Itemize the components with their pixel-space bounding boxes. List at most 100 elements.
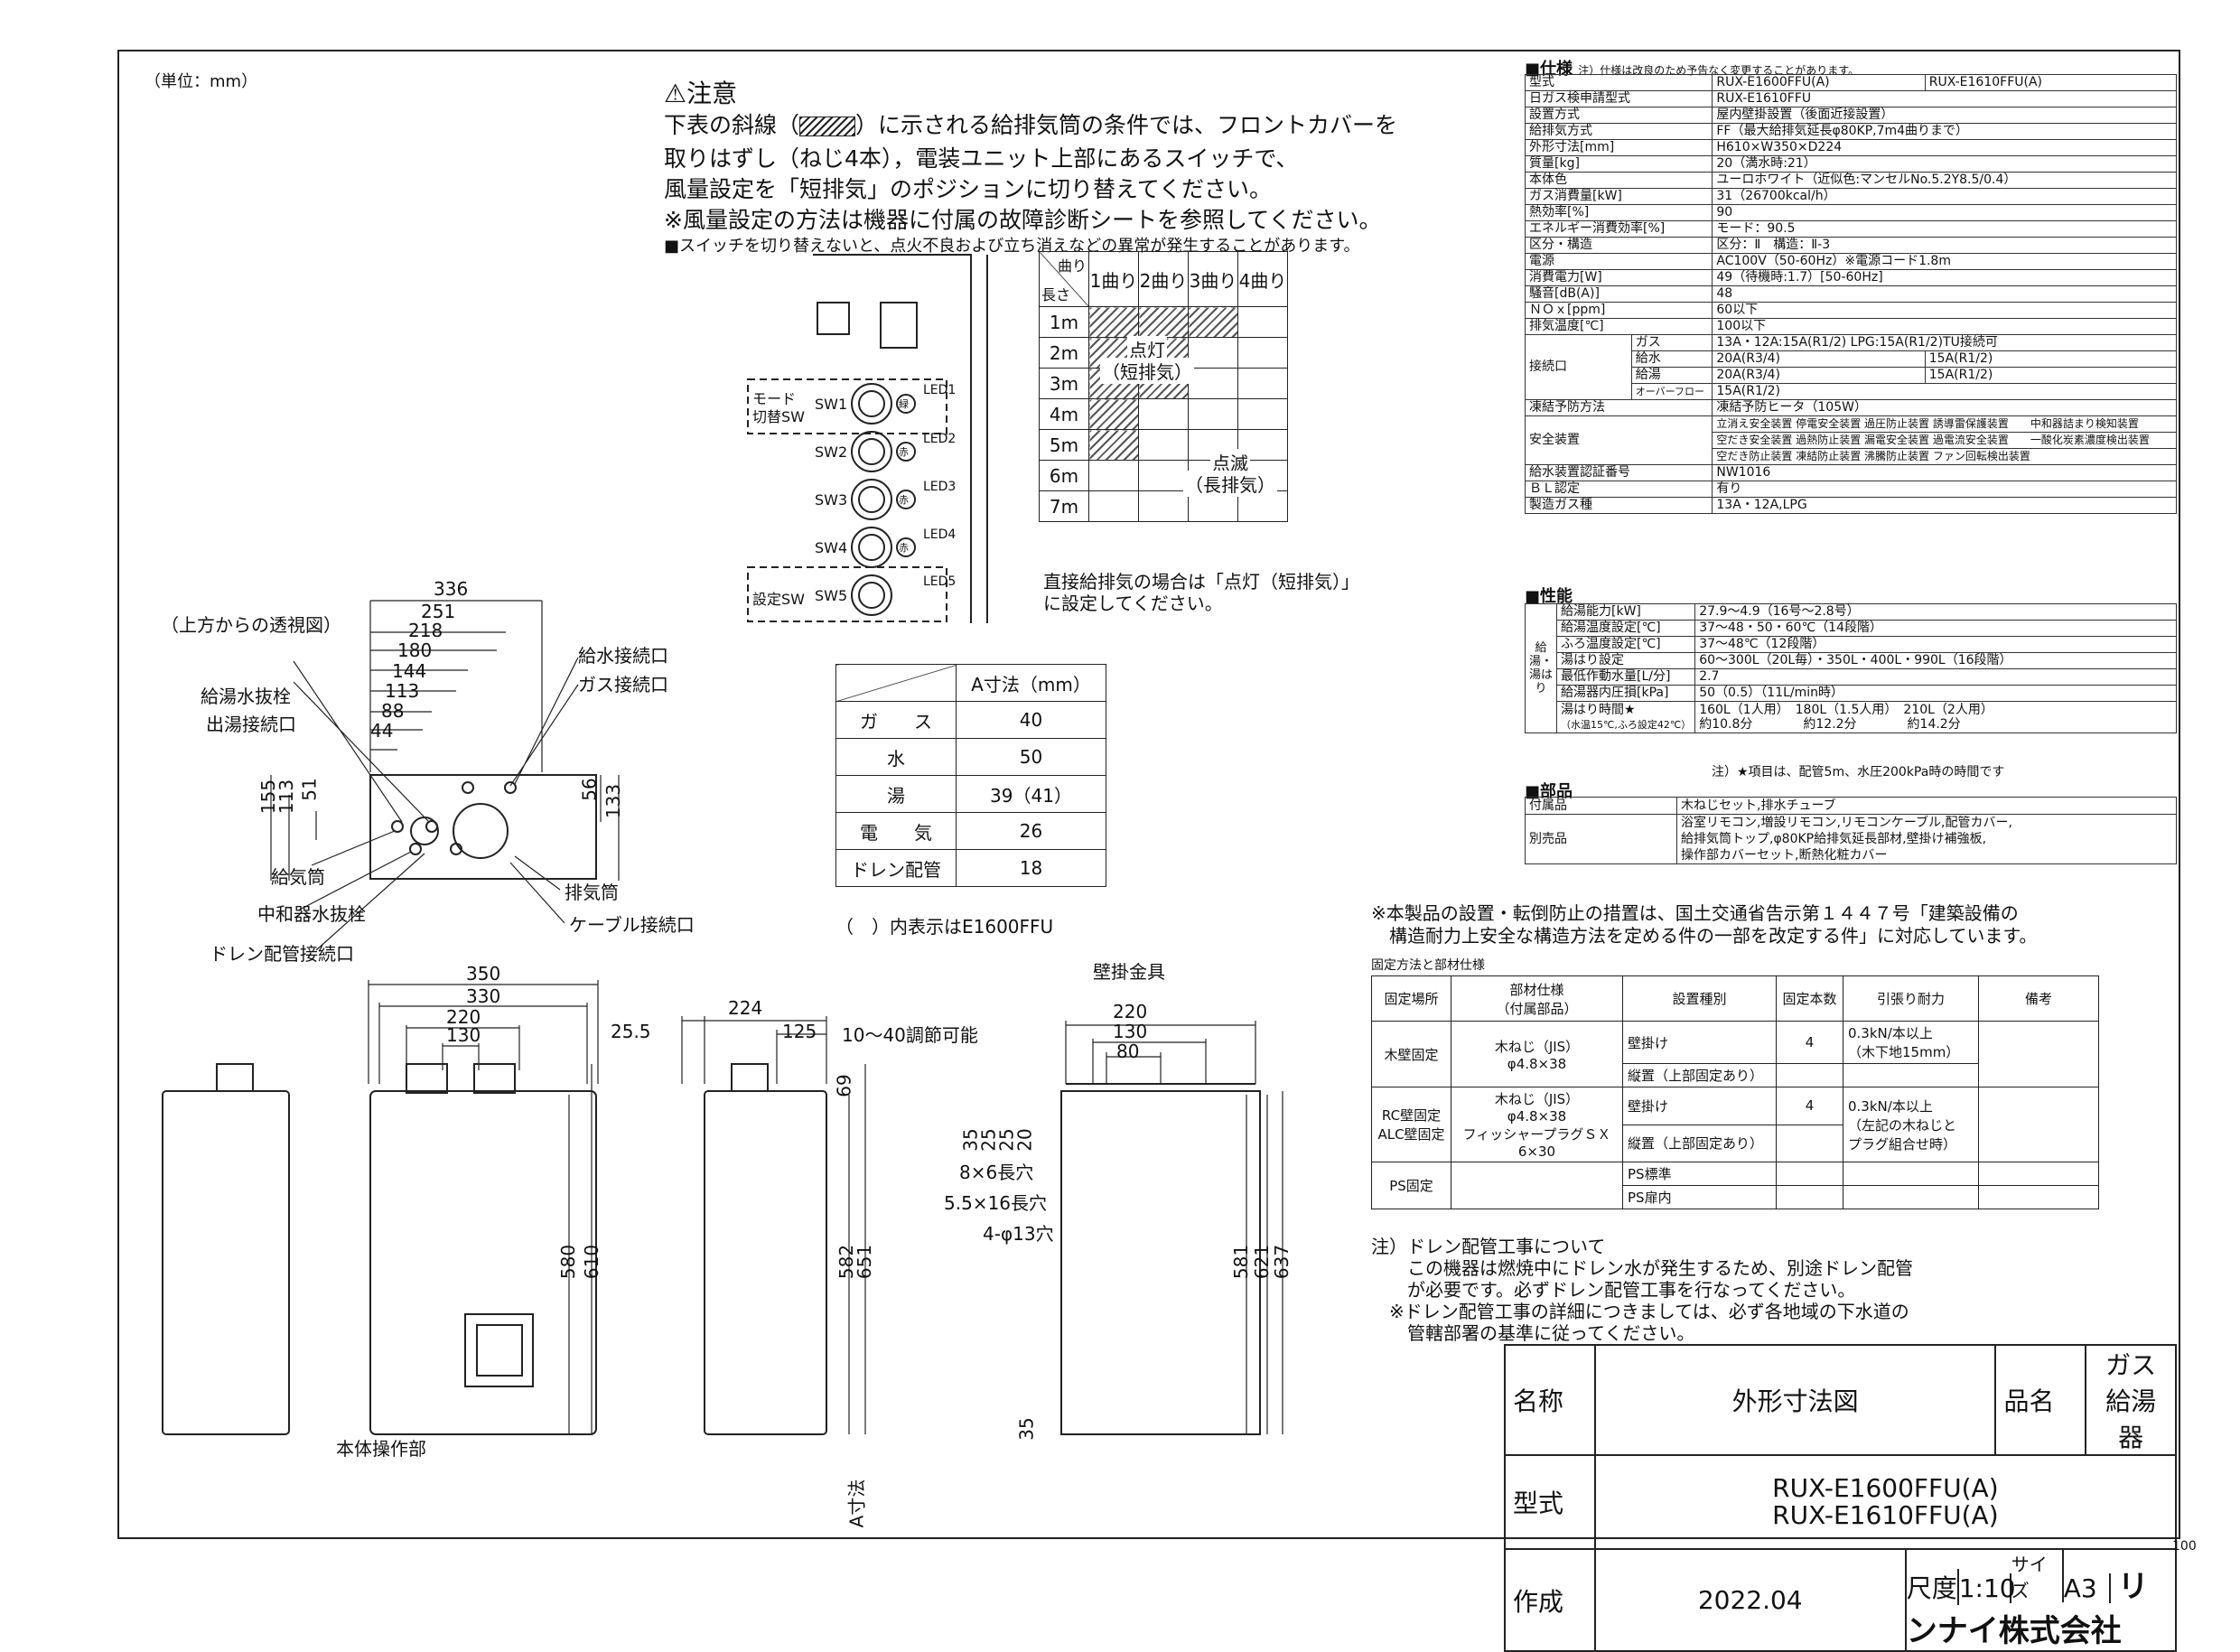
title-made-value: 2022.04 <box>1593 1548 1907 1652</box>
a-row-value: 50 <box>956 738 1106 776</box>
dim-144: 144 <box>392 660 427 682</box>
label-water-in: 給水接続口 <box>578 645 668 667</box>
dim-51: 51 <box>298 778 321 801</box>
performance-title: ■性能 <box>1525 587 1573 606</box>
bend-col-2: 2曲り <box>1138 251 1189 307</box>
label-gas-in: ガス接続口 <box>578 674 668 695</box>
dim-bracket-130: 130 <box>1113 1021 1148 1042</box>
bend-corner: 曲り 長さ <box>1039 251 1089 307</box>
control-panel-label: 本体操作部 <box>336 1438 426 1460</box>
caution-line-3: 風量設定を「短排気」のポジションに切り替えてください。 <box>664 176 1273 202</box>
switch-sw1[interactable]: SW1 <box>815 396 848 413</box>
a-dim-label: A寸法 <box>845 1479 868 1528</box>
dim-218: 218 <box>408 620 443 641</box>
a-row-value: 26 <box>956 812 1106 850</box>
dim-330: 330 <box>466 985 501 1007</box>
label-drain-plug: 給湯水抜栓 <box>201 686 291 707</box>
hole-4-13: 4-φ13穴 <box>983 1223 1054 1245</box>
dim-125: 125 <box>782 1021 817 1042</box>
label-hot-out: 出湯接続口 <box>206 714 296 735</box>
dim-44: 44 <box>370 720 394 742</box>
dim-336: 336 <box>434 578 469 600</box>
dim-88: 88 <box>381 700 405 722</box>
caution-title: ⚠注意 <box>664 79 738 108</box>
dim-bracket-621: 621 <box>1251 1244 1274 1280</box>
title-made-label: 作成 <box>1504 1548 1596 1652</box>
title-name-label: 名称 <box>1504 1344 1596 1456</box>
dim-113: 113 <box>385 680 420 702</box>
law-note-2: 構造耐力上安全な構造方法を定める件の一部を改定する件」に対応しています。 <box>1371 925 2038 947</box>
title-name-value: 外形寸法図 <box>1593 1344 1997 1456</box>
bracket-title: 壁掛金具 <box>1093 961 1165 983</box>
drain-note-1: 注）ドレン配管工事について <box>1371 1236 1606 1257</box>
dim-bracket-581: 581 <box>1230 1244 1253 1280</box>
title-model-label: 型式 <box>1504 1454 1596 1550</box>
dim-69: 69 <box>833 1074 855 1097</box>
bend-row-7m: 7m <box>1039 490 1089 522</box>
bend-col-4: 4曲り <box>1237 251 1288 307</box>
law-note-1: ※本製品の設置・転倒防止の措置は、国土交通省告示第１４４７号「建築設備の <box>1371 902 2019 924</box>
title-model-1: RUX-E1600FFU(A) <box>1772 1473 1999 1503</box>
title-scale-label: 尺度 <box>1907 1569 1959 1605</box>
bend-row-1m: 1m <box>1039 306 1089 338</box>
title-size-label: サイズ <box>2011 1550 2064 1602</box>
led-2: LED2 <box>923 432 957 446</box>
a-row-value: 40 <box>956 701 1106 739</box>
bend-note-1: 直接給排気の場合は「点灯（短排気）」 <box>1043 571 1359 593</box>
dim-251: 251 <box>421 601 456 622</box>
a-row-label: 電 気 <box>835 812 957 850</box>
a-table-note: （ ）内表示はE1600FFU <box>835 916 1054 938</box>
caution-line-1: 下表の斜線（）に示される給排気筒の条件では、フロントカバーを <box>664 112 1398 138</box>
label-exhaust: 排気筒 <box>565 882 619 903</box>
switch-sw2[interactable]: SW2 <box>815 443 848 461</box>
page-number: 100 <box>2172 1539 2197 1554</box>
blink-label-2: （長排気） <box>1183 471 1277 497</box>
fix-table-title: 固定方法と部材仕様 <box>1371 958 1485 973</box>
warning-icon: ⚠ <box>664 79 687 108</box>
dim-180: 180 <box>397 639 433 661</box>
dim-35-bottom: 35 <box>1015 1417 1038 1441</box>
bend-col-3: 3曲り <box>1188 251 1238 307</box>
title-size-value: A3 <box>2064 1573 2111 1603</box>
dim-350: 350 <box>466 963 501 985</box>
a-row-value: 39（41） <box>956 775 1106 813</box>
title-scale-value: 1:10 <box>1958 1573 2016 1603</box>
drawing-frame <box>117 50 2180 1539</box>
hole-5-5x16: 5.5×16長穴 <box>944 1192 1048 1214</box>
dim-580: 580 <box>557 1244 580 1280</box>
a-row-label: 水 <box>835 738 957 776</box>
lit-label-2: （短排気） <box>1100 358 1194 384</box>
dim-130: 130 <box>446 1024 481 1046</box>
label-neutralizer: 中和器水抜栓 <box>257 903 366 925</box>
led-1: LED1 <box>923 383 957 397</box>
dim-56: 56 <box>578 778 601 801</box>
lamp-red-2: 赤 <box>899 446 909 458</box>
bend-row-4m: 4m <box>1039 398 1089 430</box>
dim-133: 133 <box>602 783 625 819</box>
led-3: LED3 <box>923 480 957 494</box>
title-block: 名称 外形寸法図 品名 ガス給湯器 型式 RUX-E1600FFU(A)RUX-… <box>1504 1344 2178 1652</box>
bend-row-6m: 6m <box>1039 460 1089 491</box>
drain-note-3: が必要です。必ずドレン配管工事を行なってください。 <box>1371 1279 1856 1301</box>
fix-table: 固定場所部材仕様 （付属部品）設置種別固定本数引張り耐力備考 木壁固定木ねじ（J… <box>1371 975 2099 1209</box>
title-model-2: RUX-E1610FFU(A) <box>1772 1500 1999 1530</box>
switch-sw3[interactable]: SW3 <box>815 491 848 509</box>
setting-label: 設定SW <box>752 591 805 608</box>
dim-651: 651 <box>854 1244 876 1280</box>
dim-bracket-220: 220 <box>1113 1001 1148 1022</box>
a-row-label: 湯 <box>835 775 957 813</box>
lamp-red-3: 赤 <box>899 494 909 506</box>
performance-table: 給湯・湯はり給湯能力[kW]27.9～4.9（16号～2.8号） 給湯温度設定[… <box>1525 603 2177 733</box>
caution-line-4: ※風量設定の方法は機器に付属の故障診断シートを参照してください。 <box>664 207 1382 233</box>
caution-line-2: 取りはずし（ねじ4本），電装ユニット上部にあるスイッチで、 <box>664 145 1299 172</box>
switch-sw5[interactable]: SW5 <box>815 587 848 604</box>
switch-sw4[interactable]: SW4 <box>815 539 848 556</box>
parts-title: ■部品 <box>1525 782 1573 801</box>
top-view-title: （上方からの透視図） <box>161 614 341 636</box>
bend-table: 曲り 長さ 1曲り 2曲り 3曲り 4曲り 1m 2m 3m 4m 5m 6m … <box>1039 251 1288 522</box>
bend-note-2: に設定してください。 <box>1043 593 1223 614</box>
dim-25-5: 25.5 <box>611 1021 651 1042</box>
bend-row-2m: 2m <box>1039 337 1089 369</box>
